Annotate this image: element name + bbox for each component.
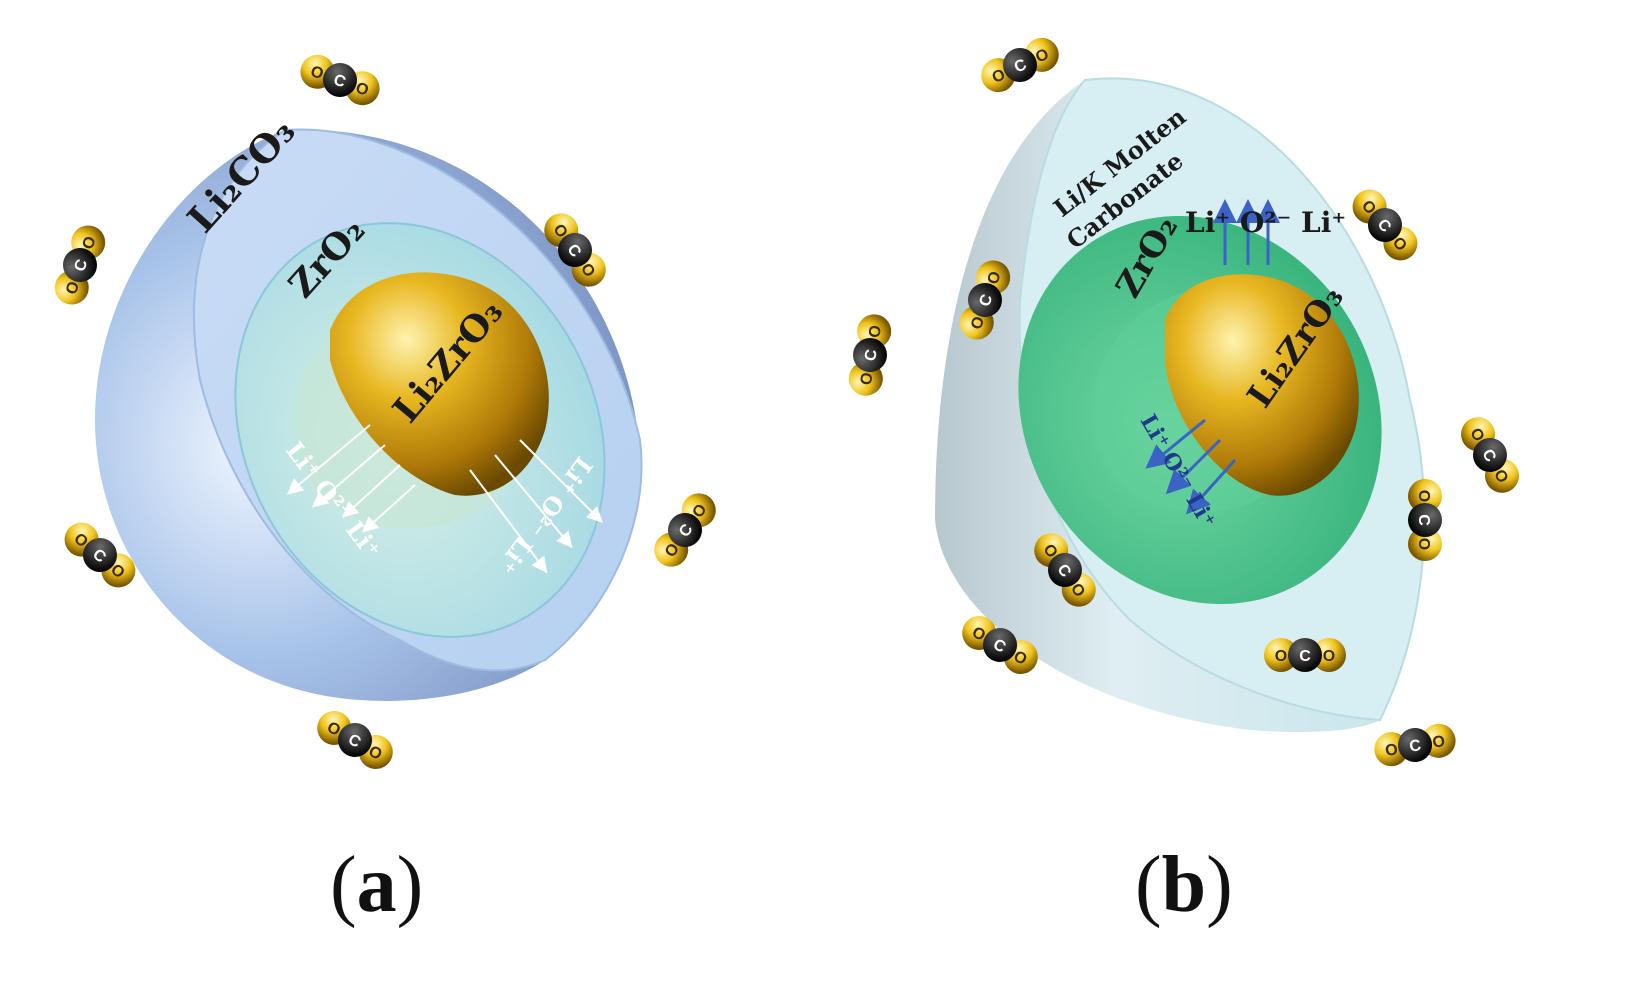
oxygen-atom bbox=[1312, 638, 1346, 672]
carbon-atom bbox=[63, 248, 97, 282]
co2-molecule-icon: OCO bbox=[1408, 479, 1442, 561]
co2-molecule-icon: OCO bbox=[54, 225, 106, 305]
carbon-atom bbox=[968, 283, 1002, 317]
caption-b: (b) bbox=[1135, 841, 1233, 929]
co2-molecule-icon: OCO bbox=[544, 213, 606, 287]
carbon-atom-label: C bbox=[1415, 514, 1432, 526]
carbon-atom bbox=[983, 628, 1017, 662]
co2-molecule-icon: OCO bbox=[1034, 533, 1096, 607]
ion-arrows-a bbox=[286, 424, 603, 574]
oxygen-atom-label: O bbox=[1415, 538, 1432, 550]
carbon-atom bbox=[1003, 48, 1037, 82]
carbon-atom bbox=[1408, 503, 1442, 537]
oxygen-atom-label: O bbox=[1323, 648, 1335, 665]
oxygen-atom-label: O bbox=[858, 371, 877, 386]
co2-molecule-icon: OCO bbox=[317, 711, 393, 769]
carbon-atom bbox=[853, 338, 887, 372]
li2zro3-core-a bbox=[330, 272, 549, 496]
panel-b: Li/K Molten Carbonate Li⁺ O²⁻ Li⁺ ZrO₂ L… bbox=[935, 77, 1426, 732]
oxygen-atom-label: O bbox=[985, 269, 1005, 287]
co2-molecule-icon: OCO bbox=[1352, 189, 1418, 261]
oxygen-atom-label: O bbox=[1275, 648, 1287, 665]
oxygen-atom bbox=[1408, 527, 1442, 561]
panel-a: Li₂CO₃ ZrO₂ Li₂ZrO₃ Li⁺ O²⁻ Li⁺ Li⁺ O²⁻ … bbox=[95, 109, 643, 701]
ion-label-b-top: Li⁺ O²⁻ Li⁺ bbox=[1185, 206, 1346, 239]
carbon-atom bbox=[668, 513, 702, 547]
carbon-atom-label: C bbox=[1408, 737, 1423, 756]
carbon-atom-label: C bbox=[862, 348, 881, 363]
oxygen-atom-label: O bbox=[866, 324, 885, 339]
oxygen-atom-label: O bbox=[63, 279, 83, 297]
co2-molecule-icon: OCO bbox=[848, 314, 892, 396]
ion-arrows-b-top bbox=[1213, 199, 1280, 265]
carbon-atom-label: C bbox=[1299, 648, 1311, 665]
co2-molecule-icon: OCO bbox=[959, 260, 1011, 340]
oxygen-atom-label: O bbox=[1384, 741, 1399, 760]
co2-molecule-icon: OCO bbox=[962, 616, 1038, 674]
carbon-atom bbox=[1473, 438, 1507, 472]
caption-a: (a) bbox=[330, 841, 424, 929]
co2-molecule-icon: OCO bbox=[64, 522, 136, 588]
oxygen-atom-label: O bbox=[968, 314, 988, 332]
oxygen-atom-label: O bbox=[1431, 733, 1446, 752]
carbon-atom bbox=[558, 233, 592, 267]
oxygen-atom-label: O bbox=[308, 63, 326, 83]
carbon-atom bbox=[323, 63, 357, 97]
carbon-atom bbox=[1288, 638, 1322, 672]
co2-molecule-icon: OCO bbox=[1461, 417, 1519, 493]
oxygen-atom bbox=[1408, 479, 1442, 513]
oxygen-atom-label: O bbox=[80, 234, 100, 252]
carbon-atom bbox=[83, 538, 117, 572]
oxygen-atom bbox=[1264, 638, 1298, 672]
carbon-atom bbox=[338, 723, 372, 757]
oxygen-atom-label: O bbox=[1415, 490, 1432, 502]
carbon-atom bbox=[1398, 728, 1432, 762]
carbon-atom bbox=[1368, 208, 1402, 242]
oxygen-atom-label: O bbox=[353, 80, 371, 100]
carbon-atom bbox=[1048, 553, 1082, 587]
ion-arrows-b-lower bbox=[1145, 418, 1237, 515]
co2-molecule-icon: OCO bbox=[654, 493, 716, 567]
li2zro3-core-b bbox=[1165, 274, 1359, 496]
